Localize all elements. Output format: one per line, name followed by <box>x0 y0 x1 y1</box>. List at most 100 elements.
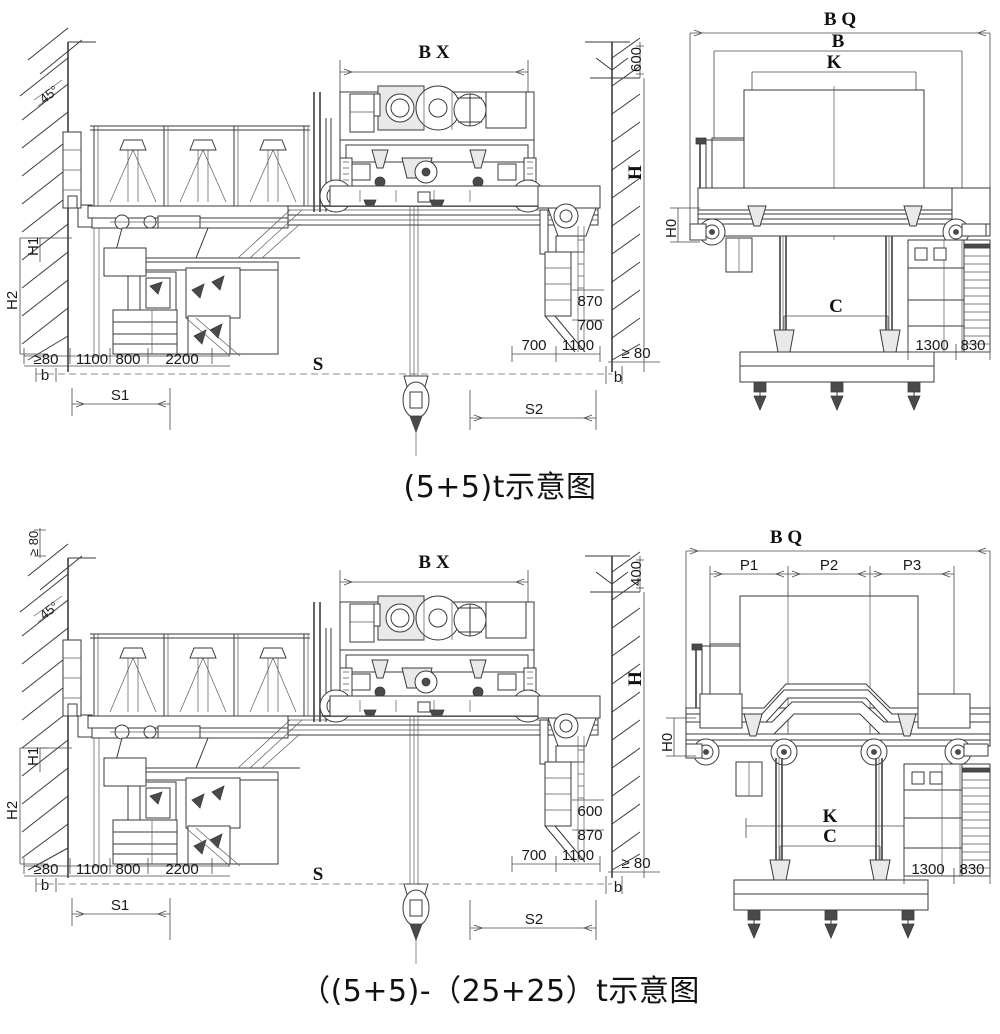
dim-label-H1: H1 <box>25 237 42 256</box>
dim-strip-bottom-left: ≥80 1100 800 2200 b <box>23 348 230 384</box>
dim-label-C: C <box>829 296 843 317</box>
dim-label-600-2: 600 <box>577 803 602 820</box>
dim-label-1100-right: 1100 <box>562 337 594 354</box>
dim-label-800: 800 <box>115 351 140 368</box>
dim-label-S: S <box>313 354 324 375</box>
cabin-section-right-2: 1300 830 <box>903 763 991 884</box>
elevation-view-top: 45° 600 <box>4 27 660 456</box>
figure-top: 45° 600 <box>0 0 1000 460</box>
dim-label-800-2: 800 <box>115 861 140 878</box>
dim-label-K: K <box>827 52 842 73</box>
crane-body-section-2 <box>685 592 991 766</box>
dim-label-400: ≥ 80 <box>26 531 41 556</box>
dim-label-S2: S2 <box>525 401 543 418</box>
dim-label-H0: H0 <box>663 219 680 238</box>
dim-label-830: 830 <box>960 337 985 354</box>
handrail-left <box>90 125 310 206</box>
dim-BX-top: B X <box>339 42 529 95</box>
right-wall <box>585 37 641 372</box>
section-view-bottom: B Q P1 P2 P3 <box>659 527 991 940</box>
dim-S1-top: S1 <box>71 387 171 430</box>
dim-label-min80-left: ≥80 <box>34 351 59 368</box>
load-hanger-section: C <box>725 236 935 412</box>
figure-bottom: 45° ≥ 80 <box>0 518 1000 968</box>
dim-label-1100-left: 1100 <box>76 351 108 368</box>
dim-label-2200: 2200 <box>165 351 198 368</box>
end-carriage-right <box>537 185 601 353</box>
left-wall-2: 45° ≥ 80 <box>19 528 96 878</box>
dim-H-bottom: H <box>625 592 646 878</box>
dim-label-870: 700 <box>577 317 602 334</box>
dim-label-BQ: B Q <box>824 9 856 30</box>
dim-label-min80-right: ≥ 80 <box>621 345 650 362</box>
dim-label-H-2: H <box>625 671 646 686</box>
dim-label-b-left-2: b <box>41 877 49 894</box>
dim-stack-left-bottom-2: H1 H2 <box>4 747 72 865</box>
dim-label-BX-2: B X <box>418 552 449 573</box>
dim-label-300: 600 <box>628 47 645 72</box>
dim-label-BQ-2: B Q <box>770 527 802 548</box>
dim-label-b-right: b <box>614 369 622 386</box>
dim-label-1100-right-2: 1100 <box>562 847 594 864</box>
dim-S1-bottom: S1 <box>71 897 171 940</box>
dim-label-H: H <box>625 165 646 180</box>
end-carriage-right-2 <box>537 695 601 863</box>
dim-S-top: S <box>36 354 612 375</box>
trolley-assembly <box>319 85 596 456</box>
dim-label-S1: S1 <box>111 387 129 404</box>
dim-label-B: B <box>832 31 845 52</box>
dim-label-600: 870 <box>577 293 602 310</box>
dim-label-min80-right-2: ≥ 80 <box>621 855 650 872</box>
dim-label-700: 700 <box>521 337 546 354</box>
dim-C-bottom: C <box>779 826 881 864</box>
spreader-beam-2 <box>733 859 929 940</box>
dim-label-min80-left-2: ≥80 <box>34 861 59 878</box>
section-view-top: B Q B K <box>663 9 991 412</box>
handrail-left-2 <box>90 633 310 716</box>
operator-cabin-2 <box>93 719 303 868</box>
end-stanchion-left <box>62 131 82 209</box>
dim-label-830-2: 830 <box>959 861 984 878</box>
left-wall: 45° <box>19 27 96 372</box>
caption-top: (5+5)t示意图 <box>403 470 597 505</box>
dim-label-C-2: C <box>823 826 837 847</box>
dim-label-b-right-2: b <box>614 879 622 896</box>
trolley-assembly-2 <box>319 595 596 964</box>
dim-label-S1-2: S1 <box>111 897 129 914</box>
crane-body-section <box>689 86 991 246</box>
dim-label-P3: P3 <box>903 557 921 574</box>
dim-S2-top: S2 <box>469 390 597 430</box>
dim-label-H1-2: H1 <box>25 747 42 766</box>
dim-H-top: H <box>625 78 646 372</box>
dim-label-1300: 1300 <box>915 337 948 354</box>
angle-label-45-top: 45° <box>37 82 62 106</box>
end-stanchion-left-2 <box>62 639 82 717</box>
dim-label-S-2: S <box>313 864 324 885</box>
dim-BQ-top: B Q <box>689 9 991 232</box>
elevation-view-bottom: 45° ≥ 80 <box>4 528 660 964</box>
dim-label-K-2: K <box>823 806 838 827</box>
dim-H0-top: H0 <box>663 207 700 243</box>
cabin-section-right: 1300 830 <box>907 239 991 360</box>
dim-label-b-left: b <box>41 367 49 384</box>
dim-strip-bottom-right: 700 1100 870 700 ≥ 80 b <box>511 289 660 386</box>
dim-strip-bottom-left-2: ≥80 1100 800 2200 b <box>23 858 230 894</box>
dim-label-S2-2: S2 <box>525 911 543 928</box>
operator-cabin <box>93 209 303 358</box>
caption-bottom: （(5+5)-（25+25）t示意图 <box>300 974 700 1009</box>
dim-label-P2: P2 <box>820 557 838 574</box>
dim-S2-bottom: S2 <box>469 900 597 940</box>
dim-300-bottom: 400 <box>628 556 645 592</box>
dim-label-P1: P1 <box>740 557 758 574</box>
end-carriage-left-2 <box>87 715 300 769</box>
dim-strip-bottom-right-2: 700 1100 600 870 ≥ 80 b <box>511 799 660 896</box>
dim-label-1100-left-2: 1100 <box>76 861 108 878</box>
dim-stack-left-bottom: H1 H2 <box>4 237 72 355</box>
load-hanger-section-2 <box>735 758 883 860</box>
right-wall-2 <box>585 551 641 878</box>
dim-H0-bottom: H0 <box>659 717 696 757</box>
dim-300-top: 600 <box>628 42 645 78</box>
dim-label-1300-2: 1300 <box>911 861 944 878</box>
dim-label-H2: H2 <box>4 291 21 310</box>
